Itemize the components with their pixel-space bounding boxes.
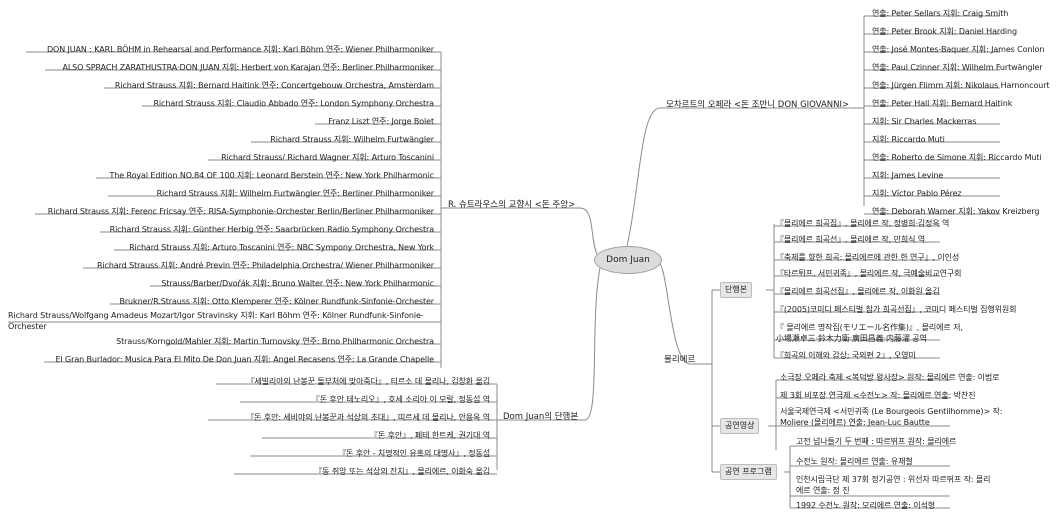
- moliere-performance-item[interactable]: 서울국제연극제 <서민귀족 (Le Bourgeois Gentilhomme)…: [780, 407, 1003, 427]
- moliere-performance-node[interactable]: 공연영상: [720, 418, 760, 434]
- moliere-book-item[interactable]: 『타르튀프, 서민귀족』, 몰리에르 작, 극예술비교연구회: [776, 269, 962, 278]
- moliere-book-item[interactable]: 『희곡의 이해와 감상; 국외편 2』, 오영미: [776, 351, 916, 360]
- strauss-item[interactable]: Richard Strauss 지휘: Günther Herbig 연주: S…: [109, 225, 434, 234]
- book-item[interactable]: 『돈 후안 테노리오』, 호세 소리아 이 모랄, 정동섭 역: [311, 395, 490, 404]
- moliere-book-item[interactable]: 『 몰리에르 명작집(モリエール名作集)』, 몰리에르 저, 小場瀬卓三·鈴木力…: [776, 323, 963, 343]
- branch-mozart[interactable]: 모차르트의 오페라 <돈 조반니 DON GIOVANNI>: [666, 100, 850, 110]
- mozart-item[interactable]: 지휘: Víctor Pablo Pérez: [872, 189, 962, 198]
- book-item[interactable]: 『동 쥐앙 또는 석상의 잔치』, 몰리에르, 이화숙 옮김: [314, 467, 490, 476]
- strauss-item[interactable]: Richard Strauss 지휘: Wilhelm Furtwängler: [270, 135, 434, 144]
- strauss-item[interactable]: Richard Strauss 지휘: Wilhelm Furtwängler …: [156, 189, 435, 198]
- mozart-item[interactable]: 연출: Deborah Warner 지휘: Yakov Kreizberg: [872, 207, 1040, 216]
- mozart-item[interactable]: 지휘: Sir Charles Mackerras: [872, 117, 977, 126]
- moliere-book-item[interactable]: 『몰리에르 희곡선집』, 몰리에르 작, 이화원 옮김: [776, 287, 940, 296]
- mozart-item[interactable]: 연출: Paul Czinner 지휘: Wilhelm Furtwängler: [872, 63, 1043, 72]
- strauss-item[interactable]: Franz Liszt 연주: Jorge Bolet: [328, 117, 434, 126]
- strauss-item[interactable]: ALSO SPRACH ZARATHUSTRA·DON JUAN 지휘: Her…: [62, 63, 434, 72]
- strauss-item[interactable]: DON JUAN : KARL BÖHM in Rehearsal and Pe…: [46, 45, 434, 54]
- strauss-item[interactable]: Richard Strauss 지휘: Claudio Abbado 연주: L…: [153, 99, 434, 108]
- strauss-item[interactable]: El Gran Burlador: Musica Para El Mito De…: [55, 355, 435, 364]
- moliere-performance-item[interactable]: 소극장 오페라 축제 <복덕방 왕사장> 원작: 몰리에르 연출: 이범로: [780, 373, 1000, 382]
- strauss-item[interactable]: Richard Strauss 지휘: Bernard Haitink 연주: …: [114, 81, 434, 90]
- strauss-item[interactable]: Richard Strauss/Wolfgang Amadeus Mozart/…: [8, 311, 424, 331]
- strauss-item[interactable]: Richard Strauss 지휘: Arturo Toscanini 연주:…: [129, 243, 434, 252]
- strauss-item[interactable]: Strauss/Korngold/Mahler 지휘: Martin Turno…: [116, 337, 434, 346]
- mozart-item[interactable]: 연출: José Montes-Baquer 지휘: James Conlon: [872, 45, 1045, 54]
- book-item[interactable]: 『돈 후안 - 치명적인 유혹의 대명사』, 정동섭: [338, 449, 490, 458]
- strauss-item[interactable]: Richard Strauss 지휘: Ferenc Fricsay 연주: R…: [47, 207, 434, 216]
- mozart-item[interactable]: 연출: Roberto de Simone 지휘: Riccardo Muti: [872, 153, 1042, 162]
- moliere-book-item[interactable]: 『몰리에르 희곡집』, 몰리에르 작, 정병희·김정옥 역: [776, 219, 950, 228]
- moliere-performance-item[interactable]: 제 3회 비포장 연극제 <수전노> 작: 몰리에르 연출: 박찬진: [780, 391, 976, 400]
- mozart-item[interactable]: 연출: Jürgen Flimm 지휘: Nikolaus Harnoncour…: [872, 81, 1050, 90]
- strauss-item[interactable]: Richard Strauss 지휘: André Previn 연주: Phi…: [96, 261, 434, 270]
- strauss-item[interactable]: The Royal Edition NO.84 OF 100 지휘: Leona…: [109, 171, 435, 180]
- branch-strauss[interactable]: R. 슈트라우스의 교향시 <돈 주앙>: [448, 200, 576, 210]
- moliere-program-item[interactable]: 고전 넘나들기 두 번째 : 따르뛰프 원작: 몰리에르: [796, 437, 957, 446]
- moliere-programs-node[interactable]: 공연 프로그램: [720, 464, 777, 480]
- moliere-program-item[interactable]: 수전노 원작: 몰리에르 연출: 유재철: [796, 457, 913, 466]
- mozart-item[interactable]: 연출: Peter Hall 지휘: Bernard Haitink: [872, 99, 1013, 108]
- book-item[interactable]: 『돈 후안: 세비야의 난봉꾼과 석상의 초대』, 띠르세 데 몰리나, 안용옥…: [246, 413, 490, 422]
- branch-books[interactable]: Dom Juan의 단행본: [503, 412, 579, 422]
- book-item[interactable]: 『돈 후안』, 페테 한트케, 권기대 역: [369, 431, 490, 440]
- moliere-program-item[interactable]: 인천시립극단 제 37회 정기공연 : 위선자 따르뛰프 작: 몰리에르 연출:…: [796, 475, 991, 495]
- root-node[interactable]: Dom Juan: [594, 246, 662, 274]
- mozart-item[interactable]: 지휘: James Levine: [872, 171, 944, 180]
- moliere-program-item[interactable]: 1992 수전노 원작: 모리에르 연출: 이석형: [796, 501, 936, 510]
- mozart-item[interactable]: 연출: Peter Brook 지휘: Daniel Harding: [872, 27, 1017, 36]
- strauss-item[interactable]: Brukner/R.Strauss 지휘: Otto Klemperer 연주:…: [119, 297, 434, 306]
- strauss-item[interactable]: Strauss/Barber/Dvořák 지휘: Bruno Walter 연…: [161, 279, 434, 288]
- moliere-books-node[interactable]: 단행본: [720, 282, 753, 298]
- moliere-book-item[interactable]: 『축제를 향한 희곡: 몰리에르에 관한 한 연구』, 이인성: [776, 253, 960, 262]
- mozart-item[interactable]: 연출: Peter Sellars 지휘: Craig Smith: [872, 9, 1009, 18]
- book-item[interactable]: 『세빌리아의 난봉꾼 돌부처에 맞아죽다』, 티르소 데 몰리나, 김창환 옮김: [246, 377, 490, 386]
- strauss-item[interactable]: Richard Strauss/ Richard Wagner 지휘: Artu…: [221, 153, 434, 162]
- mozart-item[interactable]: 지휘: Riccardo Muti: [872, 135, 945, 144]
- moliere-book-item[interactable]: 『몰리에르 희곡선』, 몰리에르 작, 민희식 역: [776, 235, 926, 244]
- branch-moliere[interactable]: 몰리에르: [664, 355, 696, 365]
- moliere-book-item[interactable]: 『(2005)코미디 페스티벌 참가 희곡선집』, 코미디 페스티벌 집행위원회: [776, 305, 1017, 314]
